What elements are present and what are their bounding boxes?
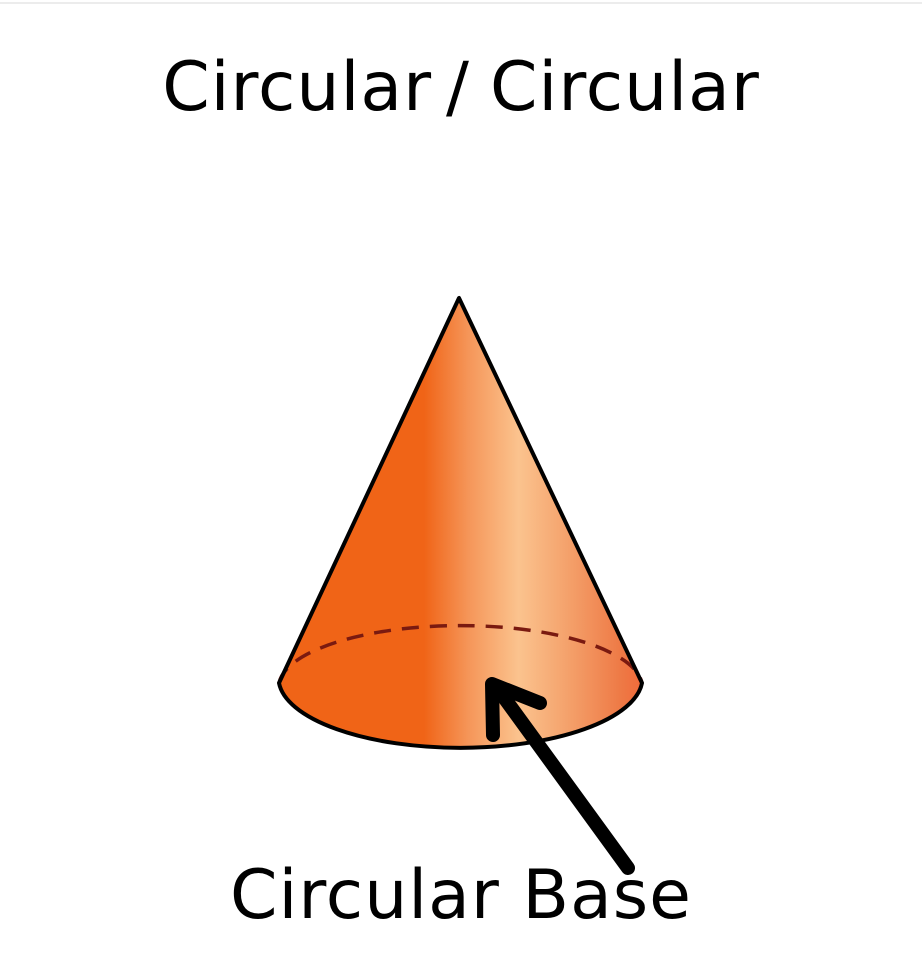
- base-hidden-edge: [277, 623, 644, 684]
- arrow-head: [485, 677, 547, 742]
- arrow-icon: [485, 677, 635, 875]
- title-right: Circular: [489, 48, 760, 127]
- page-title: Circular/Circular: [0, 48, 922, 128]
- cone-body: [279, 298, 642, 748]
- title-left: Circular: [162, 48, 433, 127]
- cone-outline: [277, 296, 644, 750]
- base-label: Circular Base: [229, 856, 693, 935]
- title-separator: /: [446, 48, 470, 127]
- top-divider: [0, 2, 922, 4]
- arrow-shaft: [493, 685, 635, 875]
